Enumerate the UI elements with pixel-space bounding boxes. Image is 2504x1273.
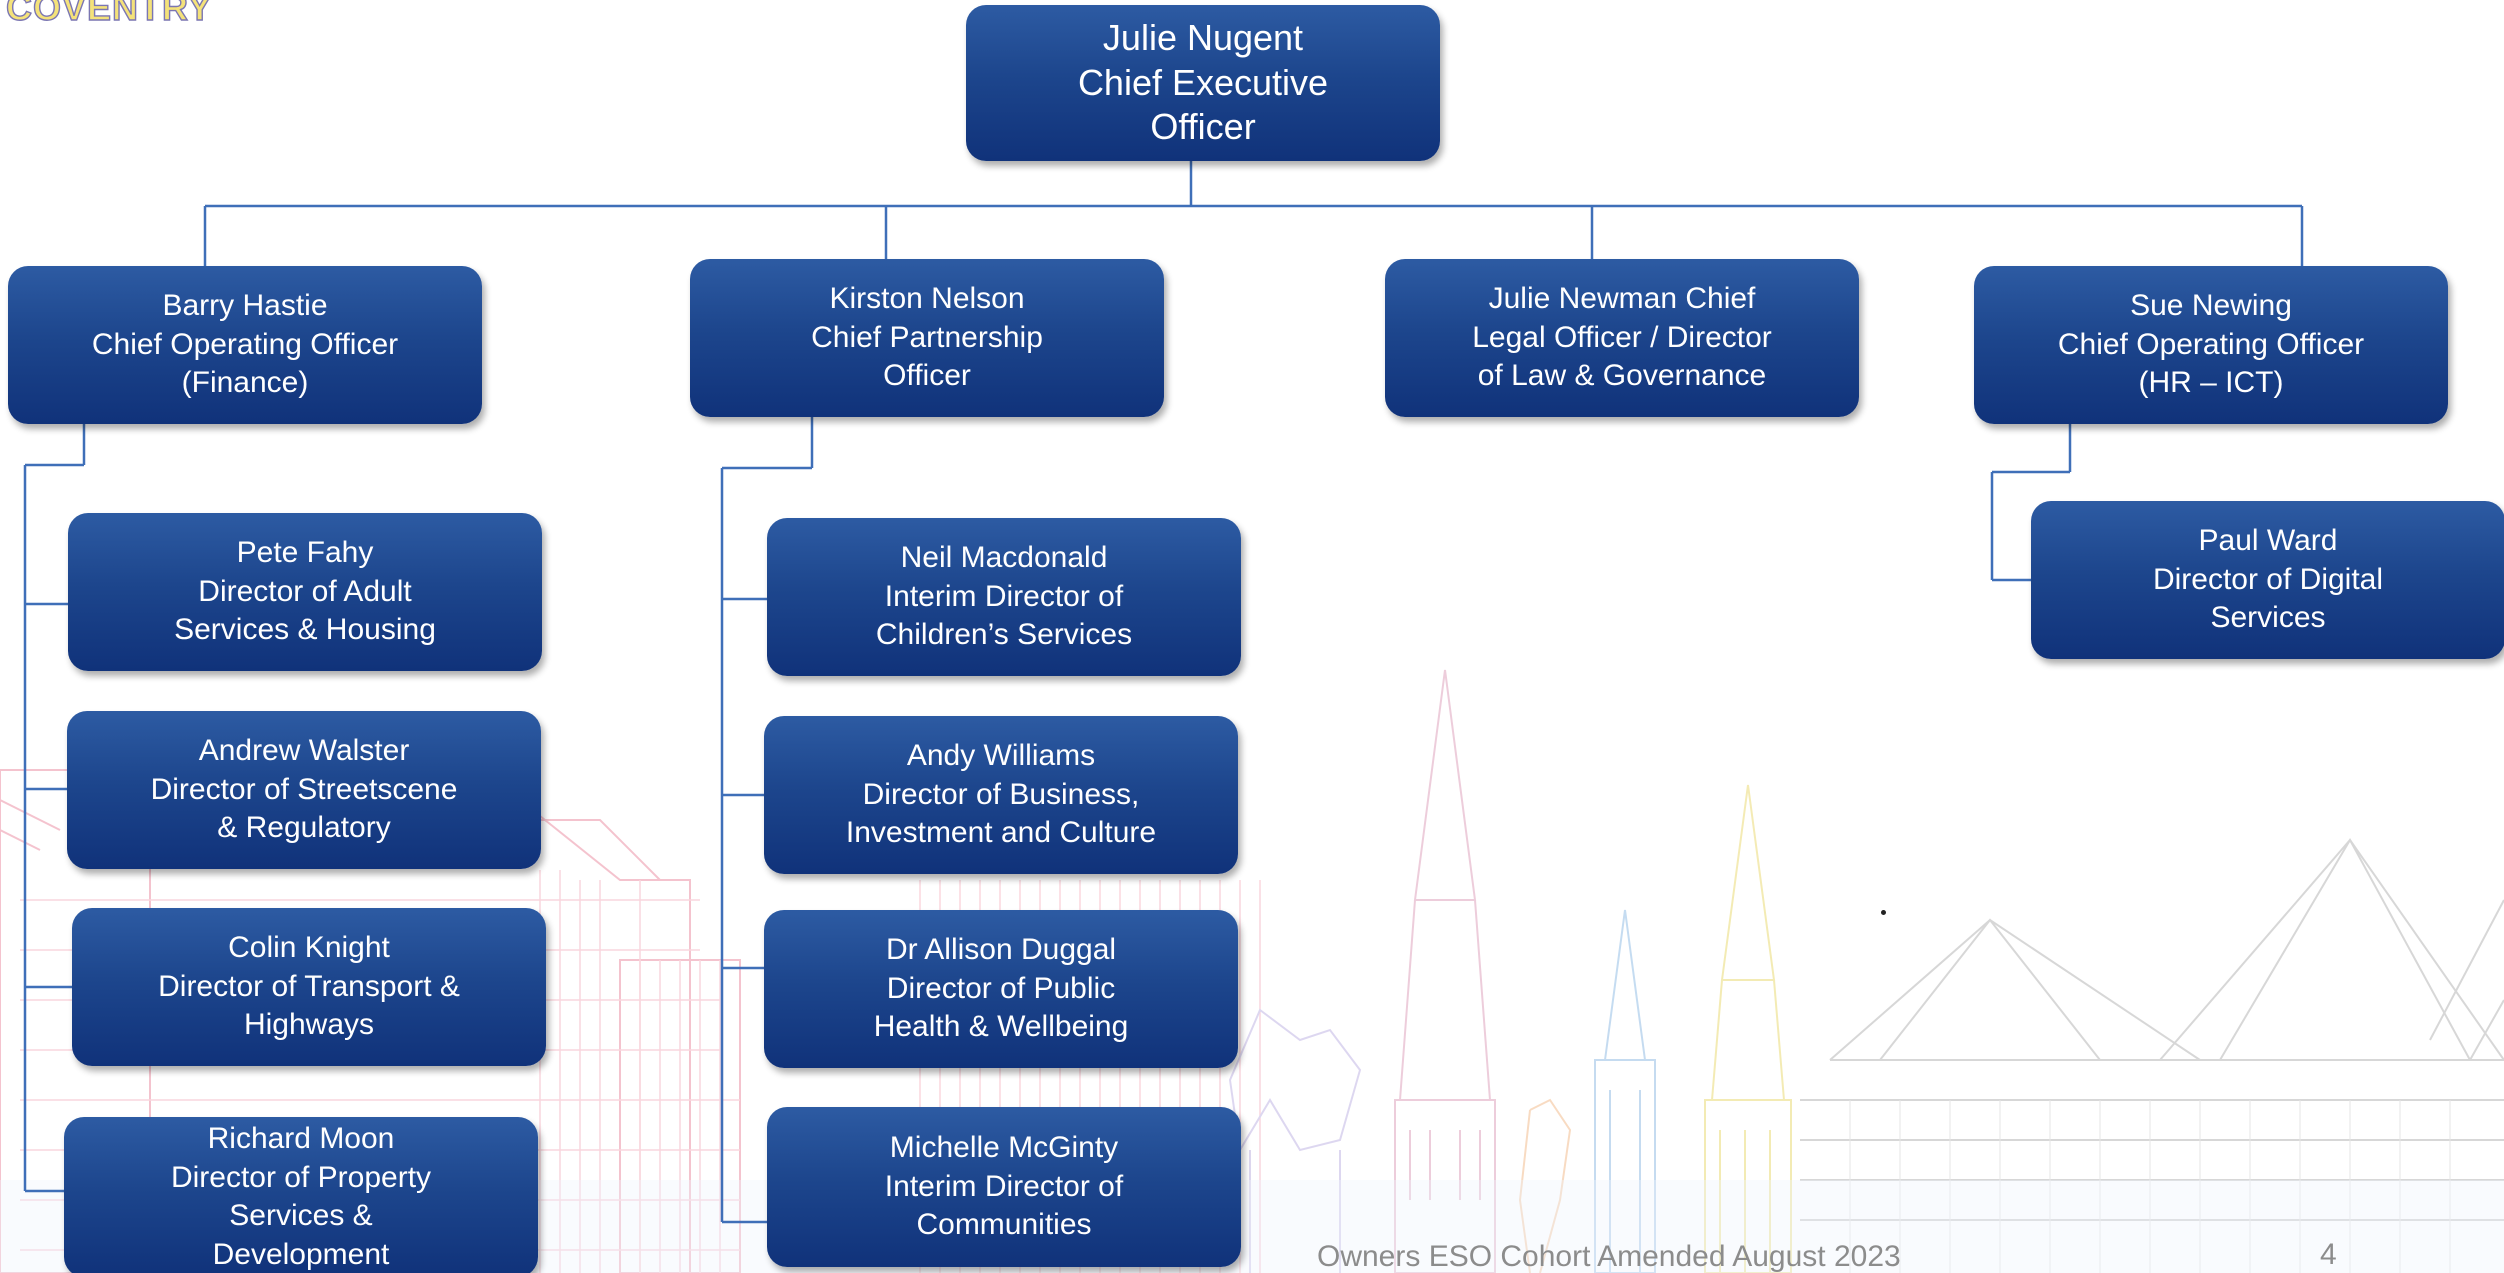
person-name: Kirston Nelson — [829, 282, 1025, 316]
role-title-line: Health & Wellbeing — [873, 1010, 1129, 1044]
role-title-line: (HR – ICT) — [2138, 366, 2284, 400]
role-title-line: Director of Digital — [2152, 562, 2384, 596]
role-title-line: Chief Operating Officer — [91, 327, 399, 361]
role-title-line: Communities — [916, 1208, 1092, 1242]
role-title-line: Highways — [243, 1008, 375, 1042]
role-title-line: Chief Executive — [1077, 61, 1329, 103]
role-title-line: & Regulatory — [217, 811, 391, 845]
role-title-line: Director of Property — [170, 1160, 432, 1194]
person-name: Julie Nugent — [1102, 17, 1304, 59]
person-name: Michelle McGinty — [889, 1131, 1119, 1165]
role-title-line: Chief Operating Officer — [2057, 327, 2365, 361]
person-name: Andy Williams — [906, 739, 1096, 773]
coventry-logo: COVENTRY — [5, 0, 213, 29]
role-title-line: Services — [2210, 601, 2326, 635]
person-name: Neil Macdonald — [900, 541, 1108, 575]
stray-dot — [1881, 910, 1886, 915]
role-title-line: Director of Business, — [862, 777, 1140, 811]
role-title-line: Chief Partnership — [811, 320, 1043, 354]
person-name: Barry Hastie — [162, 289, 328, 323]
person-name: Richard Moon — [207, 1122, 395, 1155]
person-name: Andrew Walster — [198, 734, 410, 768]
role-title-line: Officer — [1150, 106, 1256, 148]
role-title-line: Investment and Culture — [845, 816, 1157, 850]
role-title-line: Services & — [229, 1199, 373, 1232]
role-title-line: Director of Adult — [198, 574, 412, 608]
role-title-line: Services & Housing — [174, 613, 436, 647]
role-title-line: of Law & Governance — [1477, 359, 1767, 393]
role-title-line: Director of Streetscene — [150, 772, 458, 806]
role-title-line: Director of Transport & — [158, 969, 460, 1003]
person-name: Sue Newing — [2130, 289, 2292, 323]
person-name: Paul Ward — [2198, 524, 2338, 558]
role-title-line: Officer — [883, 359, 971, 393]
role-title-line: Interim Director of — [884, 1169, 1124, 1203]
role-title-line: Children’s Services — [875, 618, 1133, 652]
role-title-line: (Finance) — [181, 366, 309, 400]
person-name: Pete Fahy — [236, 536, 374, 570]
person-name: Colin Knight — [228, 931, 390, 965]
page-number: 4 — [2320, 1238, 2337, 1271]
person-name: Julie Newman Chief — [1488, 282, 1756, 316]
person-name: Dr Allison Duggal — [885, 933, 1117, 967]
footer-caption: Owners ESO Cohort Amended August 2023 — [1317, 1240, 1901, 1273]
role-title-line: Legal Officer / Director — [1472, 320, 1772, 354]
role-title-line: Interim Director of — [884, 579, 1124, 613]
role-title-line: Director of Public — [886, 971, 1116, 1005]
role-title-line: Development — [212, 1237, 390, 1271]
